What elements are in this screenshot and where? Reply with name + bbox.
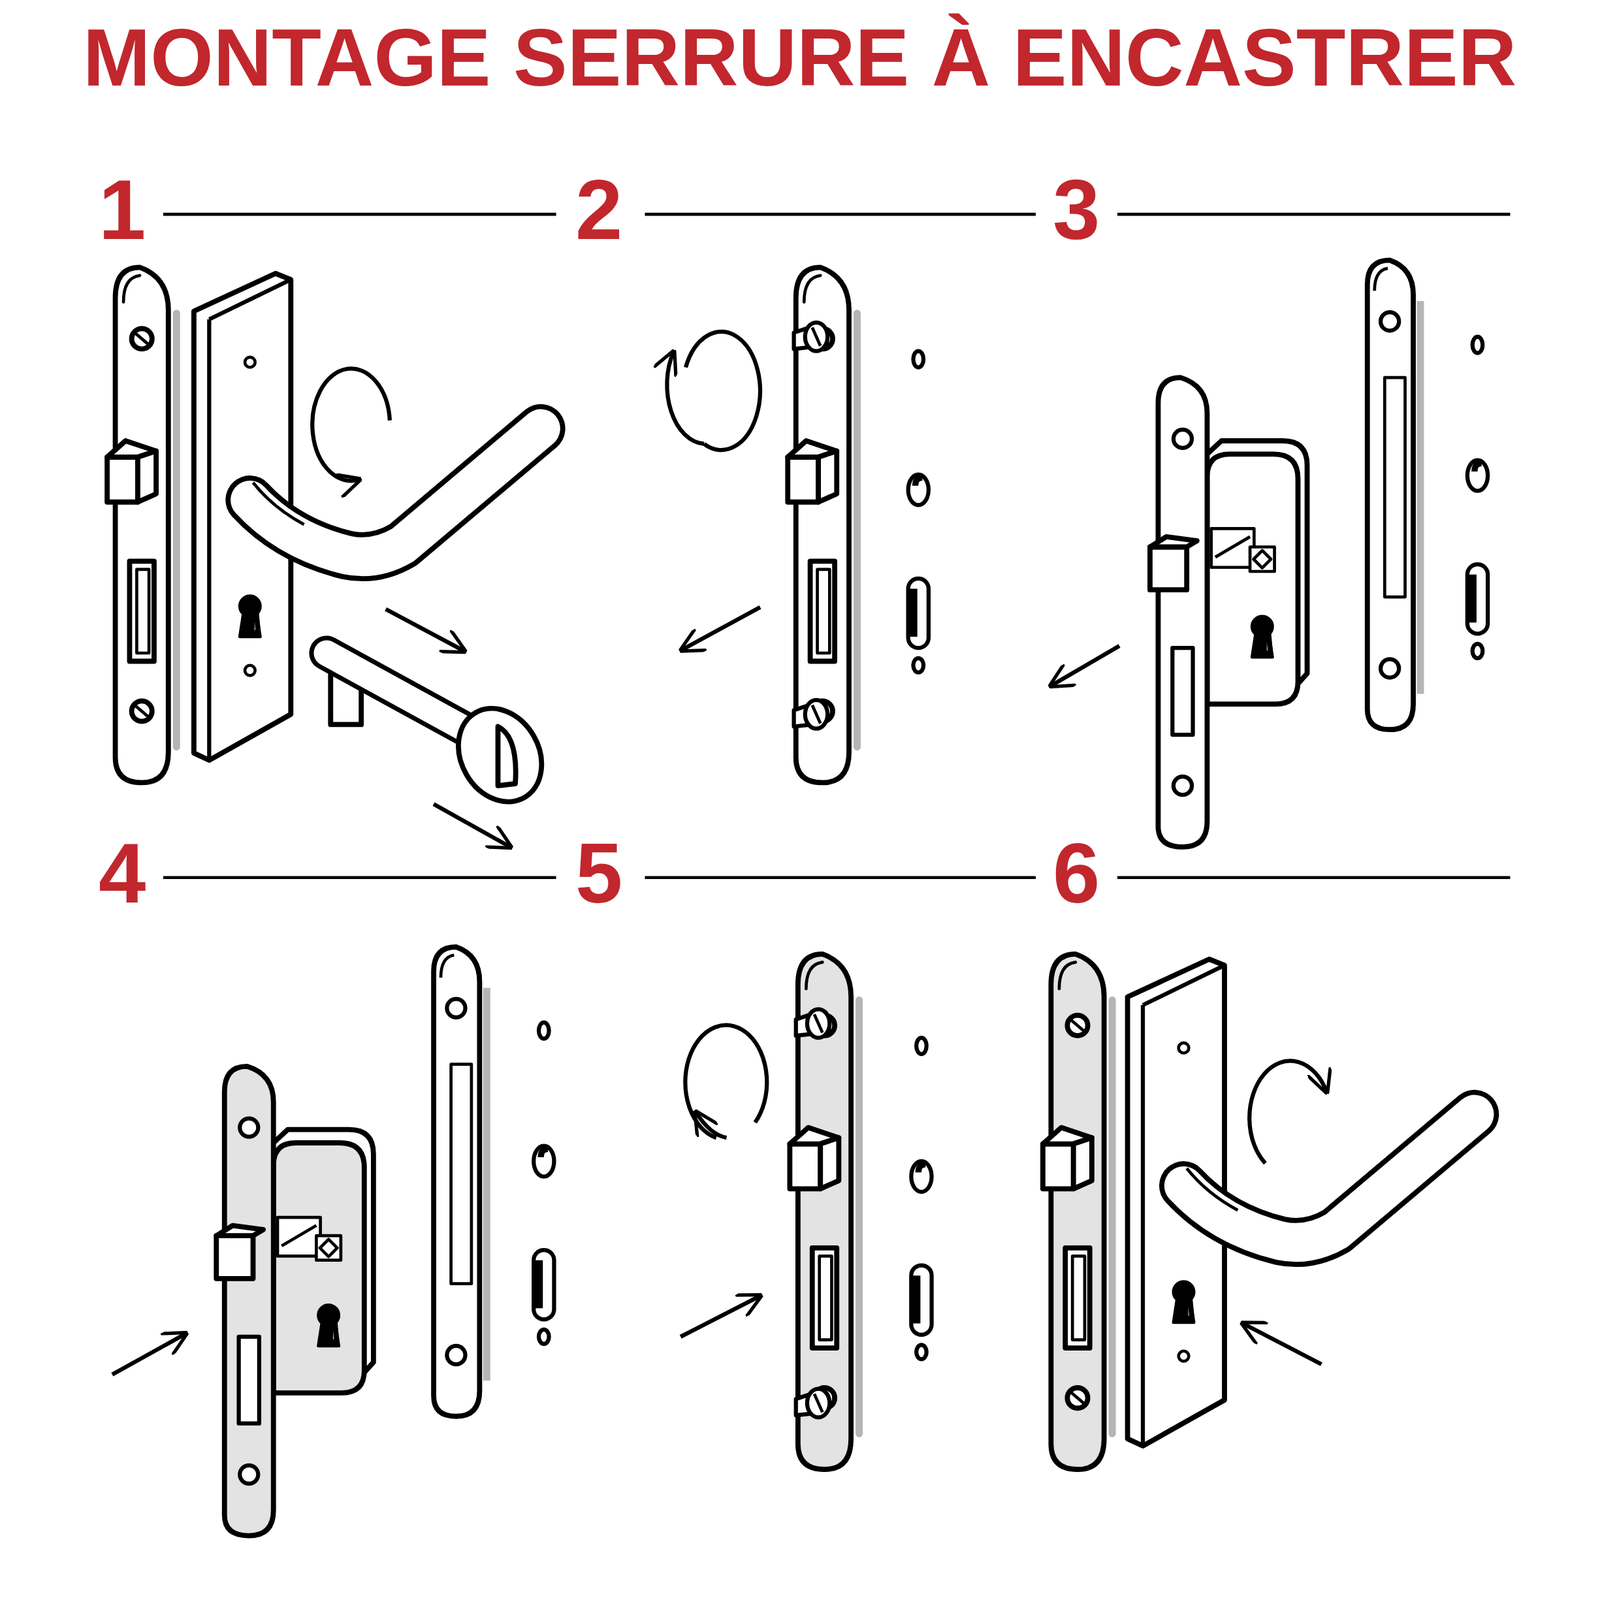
step-separator <box>163 214 1511 878</box>
step-number: 1 <box>98 161 146 260</box>
step-4-figure <box>112 946 555 1536</box>
step-2-figure <box>666 267 929 783</box>
title: MONTAGE SERRURE À ENCASTRER <box>82 11 1517 105</box>
step-3-figure <box>1050 259 1488 847</box>
step-6-figure <box>1042 954 1475 1470</box>
step-number: 4 <box>98 824 146 923</box>
step-number: 3 <box>1052 161 1100 260</box>
step-1-figure <box>107 267 558 848</box>
step-number: 6 <box>1052 824 1100 923</box>
step-number: 2 <box>575 161 623 260</box>
step-5-figure <box>680 954 932 1470</box>
step-number: 5 <box>575 824 623 923</box>
